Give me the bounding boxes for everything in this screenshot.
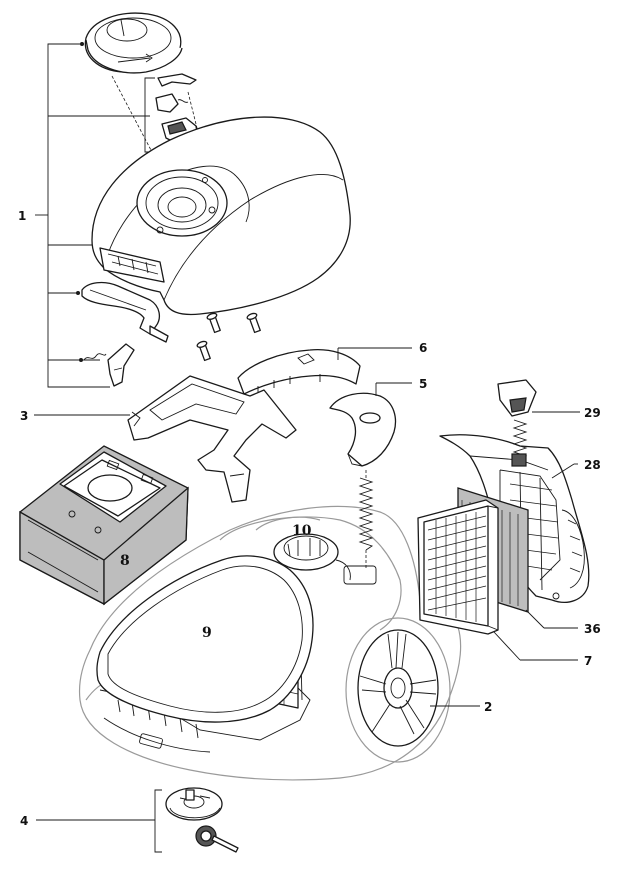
clip-spring [358, 470, 374, 570]
latch-alignment-line [187, 91, 206, 161]
bag-frame [127, 375, 297, 503]
label-7: 7 [584, 654, 592, 668]
bag-holder [19, 445, 189, 606]
label-10: 10 [292, 523, 312, 539]
hepa-filter [417, 499, 499, 635]
label-4: 4 [20, 814, 28, 828]
leader-36a [525, 609, 545, 629]
label-9: 9 [202, 625, 212, 641]
label-3: 3 [20, 409, 28, 423]
lid-clip [329, 392, 397, 467]
top-cap-disk [84, 12, 183, 74]
label-5: 5 [419, 377, 427, 391]
caster-wheel-assembly [36, 787, 239, 853]
top-cover-shell [91, 116, 351, 316]
label-8: 8 [120, 553, 130, 569]
label-1: 1 [18, 209, 26, 223]
label-36: 36 [584, 622, 601, 636]
main-body [78, 505, 462, 781]
latch-button [497, 379, 537, 467]
carry-handle [81, 281, 169, 343]
leader-28a [551, 463, 575, 479]
label-2: 2 [484, 700, 492, 714]
button-and-spring [83, 343, 135, 387]
label-6: 6 [419, 341, 427, 355]
cover-screws [196, 312, 261, 362]
part-1-bracket [35, 42, 150, 388]
label-28: 28 [584, 458, 601, 472]
hinge-cover [237, 348, 361, 395]
label-29: 29 [584, 406, 601, 420]
leader-7a [493, 631, 521, 661]
